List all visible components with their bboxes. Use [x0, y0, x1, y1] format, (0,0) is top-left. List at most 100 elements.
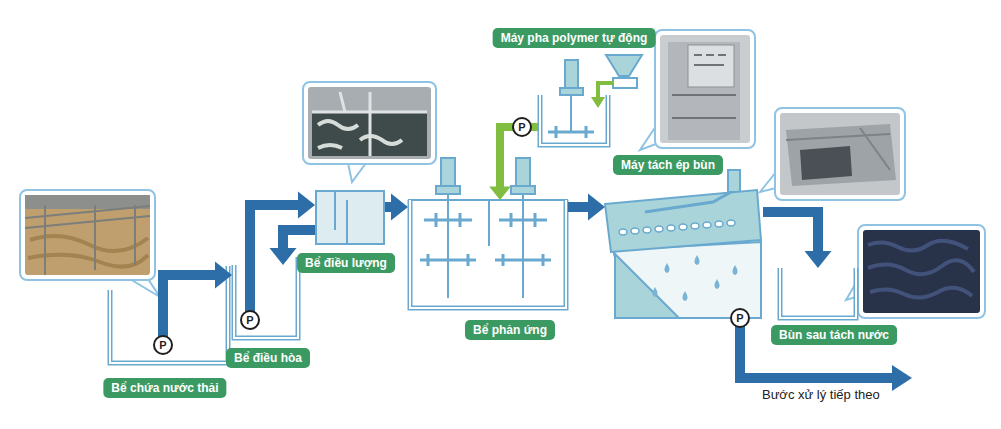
node-outline — [605, 190, 763, 318]
tank-baffle — [488, 200, 490, 246]
arrow-head — [270, 248, 297, 265]
photo-frame — [775, 108, 905, 200]
drum-inlet — [645, 192, 731, 212]
sludge-bin: Bùn sau tách nước — [778, 268, 858, 320]
tank-wall-inner — [110, 266, 228, 363]
photo-inset — [640, 30, 755, 150]
photo-pointer — [760, 172, 776, 192]
photo-frame — [303, 82, 436, 164]
water-drop — [715, 279, 720, 289]
stage-label: Bùn sau tách nước — [771, 325, 897, 345]
photo-cabinet — [668, 42, 740, 140]
stage-label: Bể điều hòa — [226, 348, 310, 368]
drum-hole — [643, 227, 651, 233]
pump-symbol: P — [512, 117, 532, 137]
equalization-tank: Bể điều hòa — [232, 265, 300, 340]
stage-label: Máy pha polymer tự động — [493, 28, 656, 48]
photo-frame — [20, 190, 155, 280]
node-outline — [232, 265, 300, 340]
photo-pointer — [348, 163, 366, 182]
pump-symbol: P — [730, 308, 750, 328]
tank-wall-inner — [540, 95, 608, 145]
flow-line — [568, 202, 589, 212]
photo-pointer — [640, 126, 656, 150]
photo-sludge-cake — [863, 230, 980, 313]
flow-line — [163, 275, 216, 290]
mixer-motor — [441, 158, 455, 186]
screw-drum — [605, 190, 761, 252]
water-drop — [733, 265, 738, 275]
flow-line — [763, 212, 818, 252]
photo-inset — [20, 190, 160, 297]
tank-wall — [110, 266, 228, 363]
water-drop — [653, 287, 658, 297]
stage-label: Bể điều lượng — [297, 253, 395, 273]
drum-hole — [667, 225, 675, 231]
tank-box — [316, 191, 384, 244]
pump-symbol: P — [153, 335, 173, 355]
photo-background — [660, 35, 750, 143]
mixer-base — [560, 88, 583, 95]
photo-opening — [800, 146, 852, 180]
tank-wall — [780, 268, 856, 318]
arrow-head — [489, 186, 511, 200]
photo-rail — [25, 205, 150, 275]
mixer-motor — [565, 60, 578, 88]
stage-label: Bể chứa nước thải — [103, 378, 226, 398]
photo-pointer — [130, 279, 160, 297]
drum-hole — [679, 224, 687, 230]
node-outline — [408, 200, 568, 310]
flow-arrow — [568, 194, 605, 221]
arrow-head — [805, 251, 832, 268]
mixer-base — [511, 186, 535, 194]
water-drop — [695, 255, 700, 265]
polymer-feeder — [613, 78, 637, 88]
machine-hopper — [615, 254, 679, 318]
photo-panel-detail — [672, 55, 736, 118]
drum-hole — [715, 221, 723, 227]
flow-arrow — [385, 194, 408, 221]
stage-label: Máy tách ép bùn — [613, 155, 723, 175]
flow-line — [283, 230, 315, 249]
machine-tray — [613, 242, 761, 318]
photo-machine — [786, 124, 896, 186]
pump-symbol: P — [240, 310, 260, 330]
drum-hole — [631, 228, 639, 234]
photo-frame — [858, 225, 985, 318]
photo-texture — [868, 241, 974, 298]
tank-wall-inner — [780, 268, 856, 318]
drum-hole — [655, 226, 663, 232]
mixer-shaft — [522, 194, 524, 298]
stage-label: Bể phản ứng — [465, 320, 555, 340]
photo-inset — [303, 82, 436, 182]
water-drop — [665, 263, 670, 273]
photo-background — [308, 87, 431, 159]
mixer-motor — [516, 158, 530, 186]
tank-partition — [335, 191, 347, 244]
outlet-arrow-head — [892, 365, 912, 391]
polymer-feed-head — [591, 97, 605, 108]
flow-arrow — [163, 262, 232, 291]
machine-chimney — [728, 170, 740, 192]
photo-frame-bars — [312, 92, 427, 156]
photo-background — [780, 113, 900, 195]
flow-arrow — [763, 212, 832, 268]
mixer-shaft — [447, 194, 449, 298]
node-outline — [315, 190, 385, 245]
tank-wall — [234, 257, 298, 338]
polymer-hopper — [606, 55, 642, 76]
screw-press: Máy tách ép bùn — [605, 190, 763, 318]
drum-hole — [727, 220, 735, 226]
storage-tank: Bể chứa nước thải — [108, 290, 230, 365]
outlet-arrow — [740, 312, 893, 378]
flow-control-tank: Bể điều lượng — [315, 190, 385, 245]
node-outline — [108, 290, 230, 365]
tank-wall — [410, 200, 566, 308]
flow-line — [385, 202, 392, 212]
photo-inset — [846, 225, 985, 318]
mixer-base — [436, 186, 460, 194]
tank-wall-inner — [234, 257, 298, 338]
arrow-head — [391, 194, 408, 221]
